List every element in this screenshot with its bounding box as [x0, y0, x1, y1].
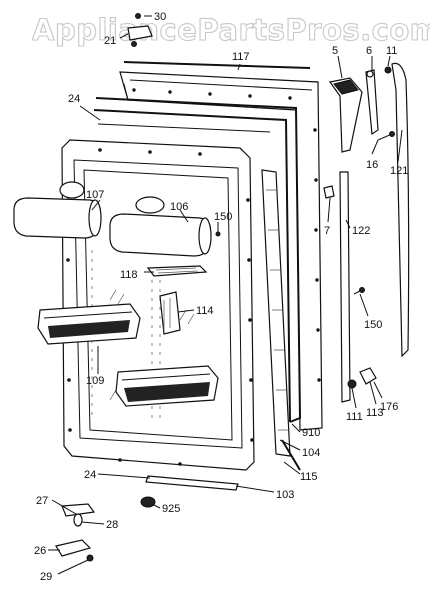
label-5: 5	[332, 45, 338, 57]
label-122: 122	[352, 225, 370, 237]
label-7: 7	[324, 225, 330, 237]
egg-cup-left	[59, 181, 85, 199]
label-176: 176	[380, 401, 398, 413]
label-103: 103	[276, 489, 294, 501]
label-109: 109	[86, 375, 104, 387]
handle-trim	[328, 69, 379, 153]
label-114: 114	[196, 305, 214, 317]
label-925: 925	[162, 503, 180, 515]
label-910: 910	[302, 427, 320, 439]
small-shelf	[146, 265, 208, 277]
label-11: 11	[386, 45, 397, 57]
side-strip	[339, 171, 351, 403]
part-labels: 30 21 117 5 6 11 24 107 106 150 16 121 7…	[34, 11, 408, 583]
fasteners	[215, 66, 395, 389]
label-113: 113	[366, 407, 384, 419]
top-hinge-parts	[123, 13, 311, 69]
label-26: 26	[34, 545, 46, 557]
label-24-bottom: 24	[84, 469, 96, 481]
label-107: 107	[86, 189, 104, 201]
bottom-hinge-parts	[55, 496, 156, 562]
label-121: 121	[390, 165, 408, 177]
label-115: 115	[300, 471, 318, 483]
door-gasket	[93, 97, 302, 423]
label-106: 106	[170, 201, 188, 213]
watermark-text: AppliancePartsPros.com	[32, 13, 430, 47]
label-29: 29	[40, 571, 52, 583]
label-28: 28	[106, 519, 118, 531]
hinge-strip	[261, 169, 301, 471]
label-21: 21	[104, 35, 116, 47]
label-111: 111	[346, 411, 363, 423]
door-bin-lower	[115, 365, 219, 407]
label-27: 27	[36, 495, 48, 507]
label-24-top: 24	[68, 93, 80, 105]
leader-lines	[48, 15, 403, 575]
label-16: 16	[366, 159, 378, 171]
label-6: 6	[366, 45, 372, 57]
bottom-trim-strip	[145, 475, 239, 491]
label-150-left: 150	[214, 211, 232, 223]
bottle-holder	[159, 291, 181, 335]
label-117: 117	[232, 51, 250, 63]
label-150-right: 150	[364, 319, 382, 331]
label-30: 30	[154, 11, 166, 23]
door-bin-upper	[37, 303, 141, 345]
label-118: 118	[120, 269, 138, 281]
door-handle	[391, 62, 410, 358]
dairy-door-left	[13, 197, 102, 239]
dairy-door-right	[109, 213, 212, 257]
egg-cup-right	[135, 196, 165, 214]
label-104: 104	[302, 447, 320, 459]
